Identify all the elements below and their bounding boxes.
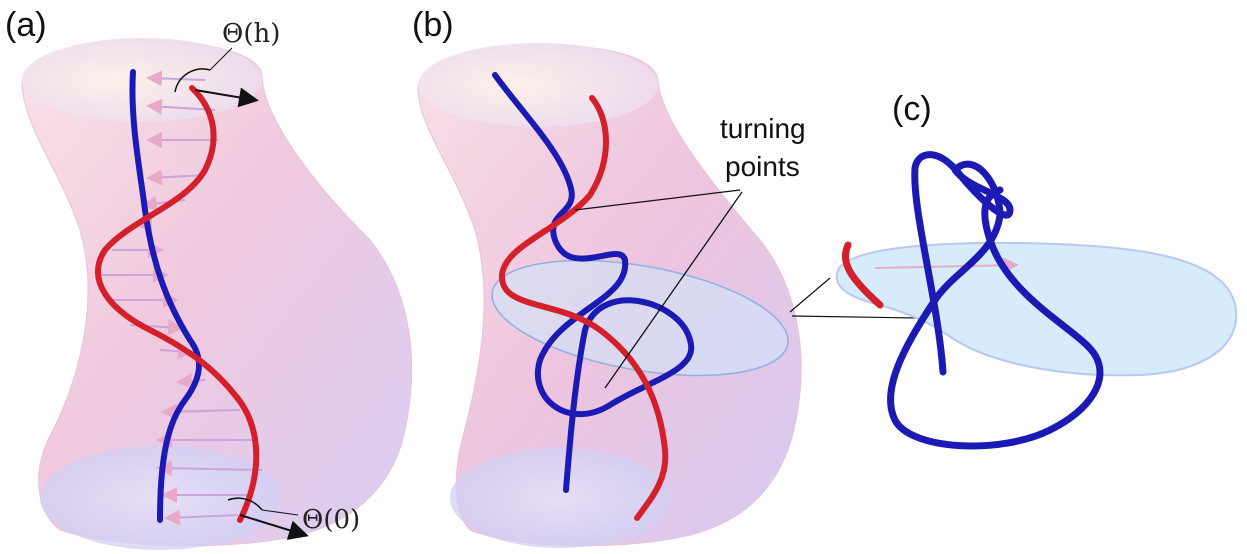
surface-shape (21, 39, 413, 547)
red-curve (841, 241, 884, 309)
theta-h-label: Θ(h) (222, 19, 280, 49)
cross-section-disc (835, 241, 1238, 377)
red-curve (95, 85, 260, 523)
turning-points-leaders (574, 189, 743, 389)
disc-connector-lines (789, 277, 919, 319)
blue-curve (129, 69, 203, 523)
red-curve (498, 95, 669, 521)
theta-h-leader (209, 47, 233, 71)
panel-a (21, 38, 413, 550)
top-opening (22, 38, 262, 122)
blue-curve (492, 72, 695, 493)
bottom-opening (450, 448, 670, 548)
panel-c (835, 151, 1238, 450)
theta-0-label: Θ(0) (302, 505, 360, 535)
turning-points-label-line1: turning (720, 113, 806, 144)
theta-0-leader (261, 509, 299, 516)
vector-arrows (98, 70, 263, 526)
cross-section-disc (491, 259, 789, 377)
vector-arrow (874, 257, 1019, 274)
blue-curve (887, 151, 1104, 450)
top-opening (418, 43, 658, 127)
panel-label-a: (a) (5, 6, 47, 44)
theta-0-arrow (239, 514, 309, 540)
theta-0-arc (227, 497, 263, 511)
panel-label-c: (c) (892, 90, 932, 128)
theta-h-arc (174, 68, 211, 93)
panel-label-b: (b) (412, 6, 454, 44)
theta-h-arrow (194, 87, 259, 108)
turning-points-label-line2: points (725, 151, 800, 182)
panel-b (417, 43, 802, 548)
